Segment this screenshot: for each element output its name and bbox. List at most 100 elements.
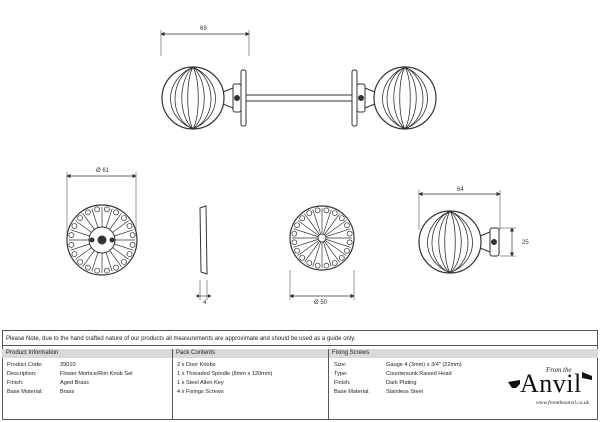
petal-line: [112, 247, 129, 260]
screw-finish-value: Dark Plating: [386, 380, 417, 386]
finish-label: Finish:: [7, 380, 24, 386]
fixing-screws-header: Fixing Screws: [328, 349, 598, 358]
petal-line: [114, 243, 134, 251]
petal-line: [325, 228, 351, 238]
screw-base-material-label: Base Material:: [334, 389, 370, 395]
petal-tip: [103, 267, 110, 274]
pack-item: 1 x Steel Allen Key: [177, 380, 224, 386]
petal-tip: [294, 222, 300, 229]
petal-tip: [344, 222, 350, 229]
petal-tip: [291, 239, 298, 246]
petal-tip: [346, 239, 353, 246]
brand-logo: From the Anvil www.fromtheanvil.co.uk: [506, 362, 594, 418]
divider: [2, 345, 598, 346]
pack-item: 2 x Door Knobs: [177, 362, 216, 368]
petal-line: [325, 220, 347, 236]
petal-tip: [338, 215, 345, 222]
screw-type-label: Type:: [334, 371, 348, 377]
petal-line: [325, 238, 351, 248]
petal-line: [324, 241, 340, 263]
technical-drawing: 69 Ø 61 4 Ø 50: [66, 26, 529, 306]
description-label: Description:: [7, 371, 37, 377]
screw-finish-label: Finish:: [334, 380, 351, 386]
petal-tip: [71, 223, 78, 229]
petal-line: [297, 220, 319, 236]
petal-line: [70, 229, 90, 237]
petal-tip: [113, 209, 119, 216]
finish-value: Aged Brass: [60, 380, 89, 386]
petal-tip: [314, 262, 321, 269]
petal-line: [75, 220, 92, 233]
petal-tip: [299, 215, 306, 222]
petal-tip: [331, 260, 338, 266]
knob-side-view: [418, 190, 516, 274]
description-value: Flower Mortice/Rim Knob Set: [60, 371, 133, 377]
petal-tip: [85, 264, 91, 271]
petal-tip: [68, 241, 75, 248]
petal-tip: [94, 206, 101, 213]
petal-tip: [299, 254, 306, 261]
petal-tip: [346, 230, 353, 237]
pack-item: 1 x Threaded Spindle (8mm x 120mm): [177, 371, 273, 377]
anvil-icon: [508, 372, 592, 388]
petal-tip: [71, 251, 78, 257]
column-divider: [328, 349, 329, 420]
dim-rose-diameter: Ø 61: [96, 168, 110, 174]
column-divider: [172, 349, 173, 420]
logo-tagline: From the: [546, 366, 572, 374]
product-code-label: Product Code:: [7, 362, 43, 368]
petal-line: [312, 241, 322, 267]
petal-line: [304, 241, 320, 263]
petal-tip: [94, 267, 101, 274]
petal-line: [82, 250, 95, 267]
petal-line: [293, 238, 319, 248]
petal-tip: [291, 230, 298, 237]
petal-line: [75, 247, 92, 260]
rose-side-view: [195, 205, 212, 300]
petal-tip: [68, 232, 75, 239]
base-material-value: Brass: [60, 389, 75, 395]
pack-item: 4 x Fixings Screws: [177, 389, 224, 395]
petal-tip: [126, 251, 133, 257]
petal-tip: [129, 232, 136, 239]
petal-tip: [294, 247, 300, 254]
petal-tip: [338, 254, 345, 261]
petal-line: [114, 229, 134, 237]
petal-tip: [113, 264, 119, 271]
petal-line: [325, 240, 347, 256]
petal-line: [297, 240, 319, 256]
petal-line: [70, 243, 90, 251]
info-panel: [2, 330, 598, 420]
petal-tip: [306, 260, 313, 266]
petal-tip: [129, 241, 136, 248]
base-material-label: Base Material:: [7, 389, 43, 395]
petal-line: [109, 213, 122, 230]
petal-tip: [121, 259, 127, 265]
petal-tip: [331, 210, 338, 216]
petal-tip: [323, 262, 330, 269]
petal-line: [304, 213, 320, 235]
dim-plate-thickness: 4: [203, 300, 207, 306]
petal-line: [105, 208, 113, 228]
petal-line: [105, 252, 113, 272]
petal-line: [82, 213, 95, 230]
petal-line: [322, 241, 332, 267]
petal-line: [91, 252, 99, 272]
rose-front-view: [66, 172, 138, 276]
petal-tip: [121, 215, 127, 221]
petal-tip: [344, 247, 350, 254]
dim-side-width: 64: [457, 187, 464, 193]
petal-line: [293, 228, 319, 238]
petal-tip: [103, 206, 110, 213]
top-view: [160, 30, 437, 130]
petal-line: [109, 250, 122, 267]
disclaimer-note: Please Note, due to the hand crafted nat…: [6, 336, 356, 342]
screw-base-material-value: Stainless Steel: [386, 389, 424, 395]
petal-line: [112, 220, 129, 233]
product-info-header: Product Information: [2, 349, 172, 358]
petal-tip: [323, 207, 330, 214]
screw-type-value: Countersunk Raised Head: [386, 371, 452, 377]
petal-tip: [85, 209, 91, 216]
petal-line: [322, 209, 332, 235]
petal-tip: [77, 215, 83, 221]
